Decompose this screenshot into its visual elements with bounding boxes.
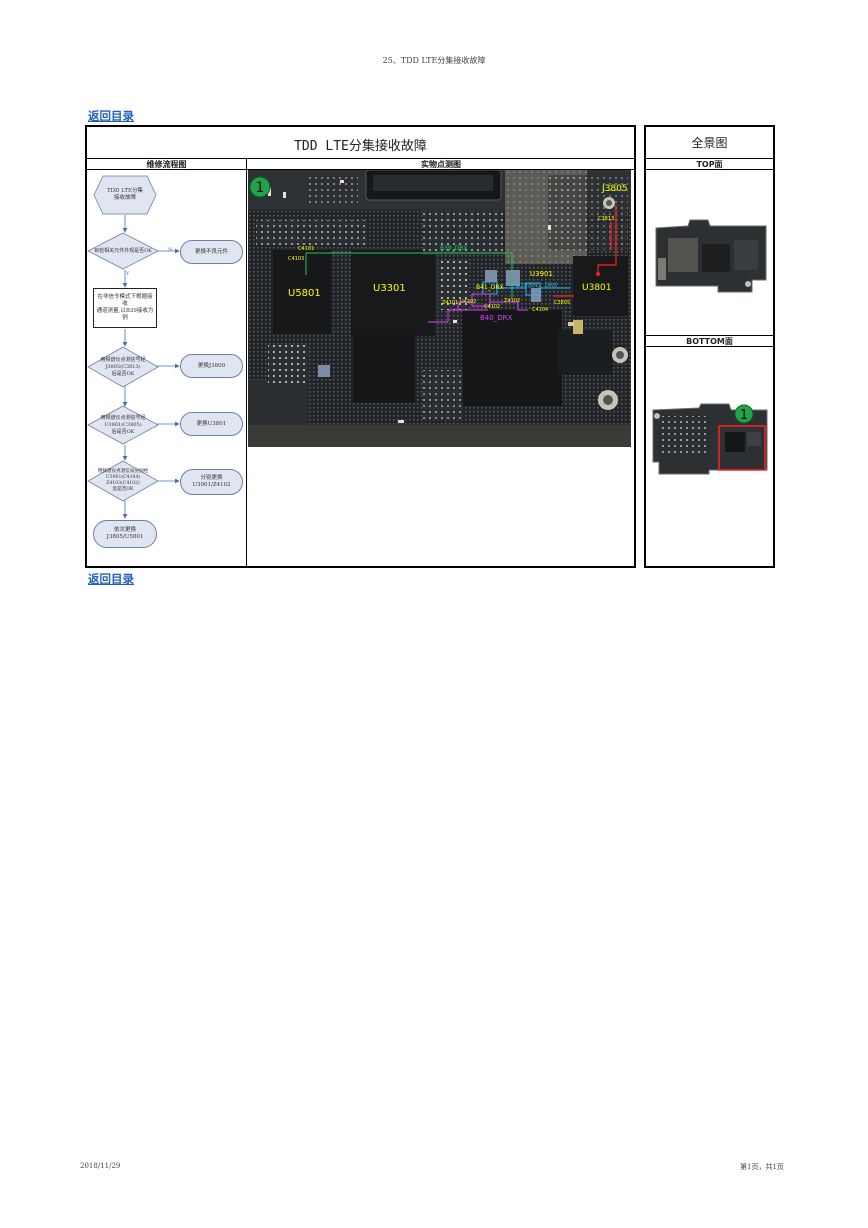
board-marker-text: 1 — [256, 180, 265, 196]
yes-label: Y — [126, 271, 130, 277]
label-z4102: Z4102 — [504, 298, 520, 304]
flow-process-1-text: 在非信令模式下根据接收 通道测量,以B39接收为 例 — [96, 294, 154, 321]
panorama-title: 全景图 — [691, 136, 728, 150]
photo-subheader: 实物点测图 — [421, 160, 461, 169]
flow-decision-3-text: 用频谱仪点测信号经 U3801(C3805) 后是否OK — [100, 414, 146, 435]
label-b39-drx-top: B39_DRX — [440, 245, 468, 252]
label-j3805: J3805 — [601, 184, 628, 194]
bottom-marker-text: 1 — [740, 408, 748, 423]
label-c4102: C4102 — [484, 304, 500, 310]
label-c3813: C3813 — [598, 216, 614, 222]
flow-decision-1-text: 目检相关元件外观是否OK — [94, 247, 152, 254]
flow-decision-4-text: 用频谱仪点测信号分别经 U3901(C4104) Z4103(C4102) 后是… — [97, 469, 149, 492]
label-c4101: C4101 — [298, 246, 314, 252]
label-u5801: U5801 — [288, 288, 321, 299]
board-photo: 1 C4101 C4103 B39_DRX U5801 U3301 U3901 … — [248, 170, 631, 447]
flow-action-1-text: 更换不良元件 — [194, 248, 228, 255]
flow-decision-2: 用频谱仪点测信号经 J3805(C3813) 后是否OK — [87, 346, 159, 388]
flow-decision-4: 用频谱仪点测信号分别经 U3901(C4104) Z4103(C4102) 后是… — [87, 460, 159, 502]
bottom-board-thumbnail: 1 — [652, 403, 768, 475]
flow-end-node: 依次更换 J3805/U5801 — [93, 520, 157, 548]
label-c4104: C4104 — [532, 307, 548, 313]
back-to-contents-link-bottom[interactable]: 返回目录 — [88, 572, 134, 586]
flow-action-3-text: 更换U3801 — [196, 420, 227, 427]
top-subheader: TOP面 — [696, 160, 723, 169]
flow-decision-2-text: 用频谱仪点测信号经 J3805(C3813) 后是否OK — [100, 356, 146, 377]
label-u3301: U3301 — [373, 283, 406, 294]
flow-start-text: TDD LTE分集 接收故障 — [106, 188, 144, 201]
label-b41-drx: B41_DRX — [476, 284, 504, 291]
flowchart-connectors — [122, 215, 180, 519]
flow-action-4-text: 分别更换 U3901/Z4102 — [192, 475, 231, 488]
main-title: TDD LTE分集接收故障 — [294, 139, 427, 154]
no-label: N — [168, 247, 173, 253]
bottom-subheader: BOTTOM面 — [686, 337, 733, 346]
label-u3801: U3801 — [582, 283, 612, 293]
label-c4103: C4103 — [288, 256, 304, 262]
label-b40-drx: B40_DRX — [480, 314, 512, 322]
back-to-contents-link-top[interactable]: 返回目录 — [88, 109, 134, 123]
label-u3901: U3901 — [530, 270, 553, 278]
flow-process-1: 在非信令模式下根据接收 通道测量,以B39接收为 例 — [93, 288, 157, 328]
top-board-thumbnail — [655, 219, 767, 293]
flow-action-2-text: 更换J3800 — [197, 362, 226, 369]
page-header: 25、TDD LTE分集接收故障 — [382, 56, 486, 65]
flow-action-1: 更换不良元件 — [180, 240, 243, 264]
flow-end-text: 依次更换 J3805/U5801 — [106, 527, 144, 540]
flow-action-4: 分别更换 U3901/Z4102 — [180, 469, 243, 495]
flow-action-3: 更换U3801 — [180, 412, 243, 436]
label-u4102: U4102 — [460, 299, 476, 305]
label-c3805: C3805 — [554, 300, 570, 306]
flow-decision-1: 目检相关元件外观是否OK — [87, 232, 159, 270]
flow-decision-3: 用频谱仪点测信号经 U3801(C3805) 后是否OK — [87, 405, 159, 445]
flow-start-node: TDD LTE分集 接收故障 — [93, 175, 157, 215]
label-z4101: Z4101 — [442, 300, 458, 306]
footer-page: 第1页，共1页 — [740, 1163, 784, 1171]
flow-subheader: 维修流程图 — [146, 160, 187, 169]
footer-date: 2018/11/29 — [80, 1162, 121, 1170]
label-b39-b41-drx: B39/B41_DRX — [516, 282, 557, 289]
flow-action-2: 更换J3800 — [180, 354, 243, 378]
